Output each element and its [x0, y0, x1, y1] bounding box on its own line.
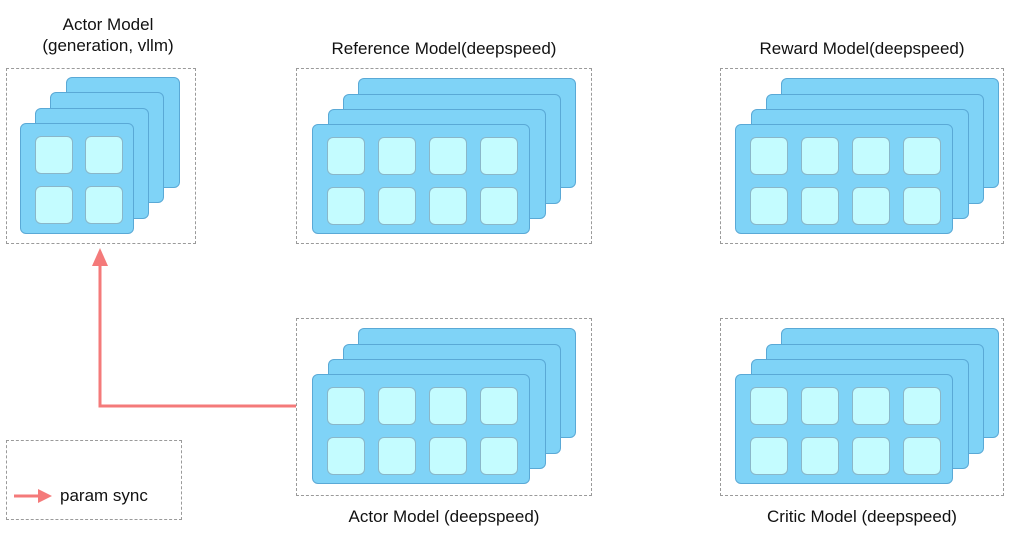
- gpu-cell: [750, 437, 788, 475]
- actor-generation-card: [20, 123, 134, 234]
- gpu-cell: [903, 437, 941, 475]
- gpu-cell: [852, 187, 890, 225]
- gpu-cell: [480, 437, 518, 475]
- actor-generation-title: Actor Model (generation, vllm): [20, 14, 196, 56]
- reference-model-card: [312, 124, 530, 234]
- gpu-cell: [85, 136, 123, 174]
- legend-arrow-head: [38, 489, 52, 503]
- gpu-cell: [35, 136, 73, 174]
- gpu-cell: [852, 137, 890, 175]
- critic-model-group: [720, 318, 1004, 496]
- gpu-cell: [378, 387, 416, 425]
- gpu-cell: [903, 387, 941, 425]
- gpu-cell: [327, 137, 365, 175]
- reward-model-card: [735, 124, 953, 234]
- gpu-cell: [852, 437, 890, 475]
- gpu-cell: [750, 187, 788, 225]
- gpu-cell: [429, 387, 467, 425]
- gpu-cell: [378, 137, 416, 175]
- critic-model-title: Critic Model (deepspeed): [767, 507, 957, 526]
- gpu-cell: [903, 187, 941, 225]
- gpu-cell: [750, 387, 788, 425]
- gpu-cell: [801, 437, 839, 475]
- gpu-cell: [429, 137, 467, 175]
- legend-box: [6, 440, 182, 520]
- actor-generation-title-line2: (generation, vllm): [42, 36, 174, 55]
- gpu-cell: [85, 186, 123, 224]
- gpu-cell: [378, 437, 416, 475]
- gpu-cell: [903, 137, 941, 175]
- param-sync-arrow-head: [92, 248, 108, 266]
- actor-generation-group: [6, 68, 196, 244]
- gpu-cell: [327, 387, 365, 425]
- actor-train-card: [312, 374, 530, 484]
- reference-model-group: [296, 68, 592, 244]
- actor-train-group: [296, 318, 592, 496]
- gpu-cell: [429, 187, 467, 225]
- gpu-cell: [378, 187, 416, 225]
- gpu-cell: [327, 187, 365, 225]
- actor-train-title: Actor Model (deepspeed): [348, 507, 540, 526]
- gpu-cell: [750, 137, 788, 175]
- gpu-cell: [852, 387, 890, 425]
- gpu-cell: [801, 187, 839, 225]
- gpu-cell: [801, 137, 839, 175]
- gpu-cell: [35, 186, 73, 224]
- reward-model-title: Reward Model(deepspeed): [759, 39, 965, 58]
- gpu-cell: [327, 437, 365, 475]
- actor-generation-title-line1: Actor Model: [62, 15, 154, 34]
- critic-model-card: [735, 374, 953, 484]
- reward-model-group: [720, 68, 1004, 244]
- gpu-cell: [480, 187, 518, 225]
- gpu-cell: [429, 437, 467, 475]
- gpu-cell: [801, 387, 839, 425]
- legend-label: param sync: [60, 486, 148, 505]
- reference-model-title: Reference Model(deepspeed): [331, 39, 557, 58]
- gpu-cell: [480, 387, 518, 425]
- gpu-cell: [480, 137, 518, 175]
- param-sync-arrow-line: [98, 264, 296, 408]
